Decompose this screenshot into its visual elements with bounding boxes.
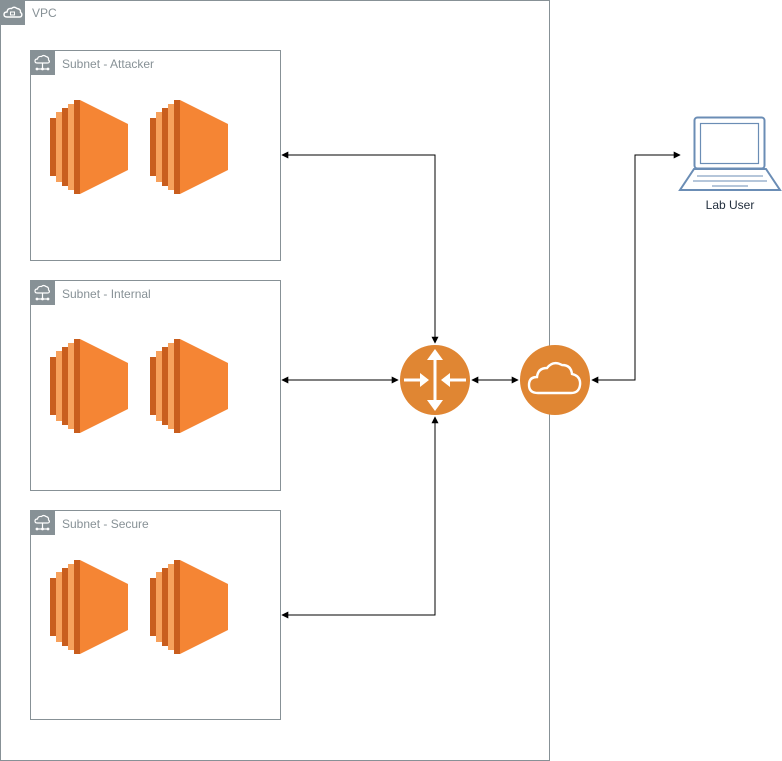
- edges: [281, 151, 681, 619]
- subnet-attacker: Subnet - Attacker: [30, 50, 281, 261]
- vpc-label: VPC: [32, 6, 57, 20]
- edge-gateway-user: [591, 151, 681, 384]
- lab-user-label: Lab User: [706, 198, 755, 212]
- subnet-secure: Subnet - Secure: [30, 510, 281, 720]
- subnet-label: Subnet - Attacker: [62, 57, 154, 71]
- edge-attacker-router: [281, 151, 439, 344]
- subnet-icon: [31, 51, 55, 75]
- subnet-label: Subnet - Secure: [62, 517, 149, 531]
- internet-gateway-cloud-icon[interactable]: [520, 345, 590, 415]
- edge-secure-router: [281, 416, 439, 619]
- laptop-icon[interactable]: [678, 116, 782, 191]
- vpc-cloud-icon: [0, 0, 25, 25]
- router-icon[interactable]: [400, 345, 470, 415]
- subnet-internal: Subnet - Internal: [30, 280, 281, 491]
- subnet-icon: [31, 511, 55, 535]
- subnet-label: Subnet - Internal: [62, 287, 151, 301]
- subnet-icon: [31, 281, 55, 305]
- lab-user: Lab User: [678, 116, 782, 212]
